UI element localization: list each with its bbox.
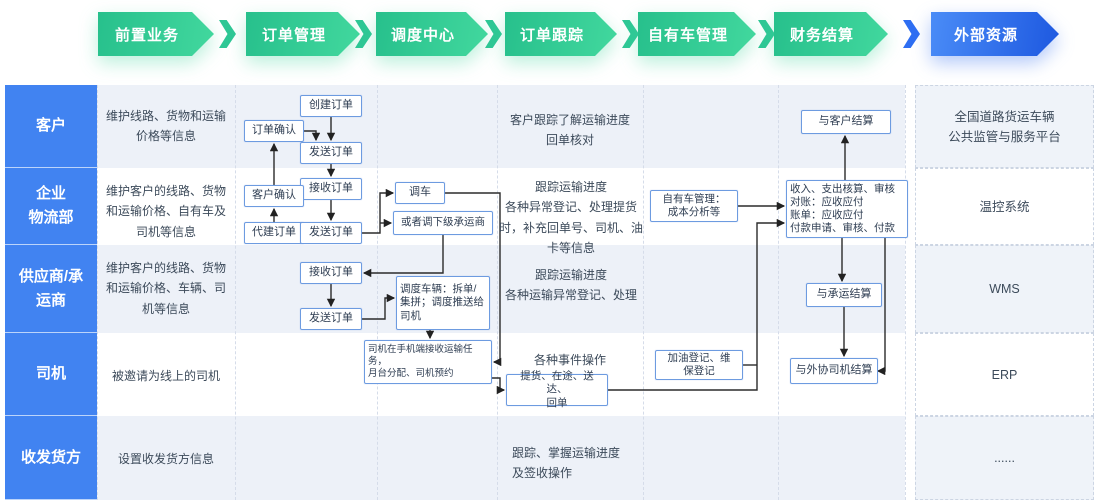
box-settle-driver: 与外协司机结算 (790, 358, 878, 384)
box-fuel-maintenance: 加油登记、维 保登记 (655, 350, 743, 380)
step-label: 订单管理 (246, 12, 360, 56)
box-own-vehicle-mgmt: 自有车管理： 成本分析等 (650, 190, 738, 222)
box-finance-core: 收入、支出核算、审核 对账：应收应付 账单：应收应付 付款申请、审核、付款 (786, 180, 908, 238)
column-separator (97, 85, 98, 500)
box-create-order: 创建订单 (300, 95, 362, 117)
chevron-separator-icon (903, 20, 920, 48)
tracking-logistics-text: 跟踪运输进度 各种异常登记、处理提货时，补充回单号、司机、油卡等信息 (498, 180, 643, 256)
step-label: 财务结算 (774, 12, 888, 56)
box-send-order-1: 发送订单 (300, 142, 362, 164)
box-send-order-3: 发送订单 (300, 308, 362, 330)
step-arrow-prework: 前置业务 (98, 0, 214, 70)
column-separator (778, 85, 779, 500)
tracking-customer-text: 客户跟踪了解运输进度 回单核对 (509, 113, 630, 148)
column-separator (905, 85, 906, 500)
box-dispatch-vehicle: 调车 (395, 182, 445, 204)
box-customer-confirm: 客户确认 (244, 185, 304, 207)
lane-label-driver: 司机 (5, 333, 97, 416)
step-label: 自有车管理 (638, 12, 756, 56)
step-arrow-tracking: 订单跟踪 (505, 0, 617, 70)
lane-label-consignor: 收发货方 (5, 416, 97, 500)
box-driver-task: 司机在手机端接收运输任务， 月台分配、司机预约 (364, 340, 492, 384)
column-separator (377, 85, 378, 500)
column-separator (235, 85, 236, 500)
box-sub-carrier: 或者调下级承运商 (393, 211, 493, 235)
box-receive-order-1: 接收订单 (300, 178, 362, 200)
step-arrow-external: 外部资源 (931, 0, 1059, 70)
external-row-temperature-system: 温控系统 (915, 168, 1094, 245)
lane-label-carrier: 供应商/承 运商 (5, 245, 97, 333)
step-arrow-finance: 财务结算 (774, 0, 888, 70)
prework-logistics-text: 维护客户的线路、货物和运输价格、自有车及司机等信息 (105, 184, 226, 239)
chevron-separator-icon (219, 20, 236, 48)
box-send-order-2: 发送订单 (300, 222, 362, 244)
step-label: 前置业务 (98, 12, 214, 56)
box-receive-order-2: 接收订单 (300, 262, 362, 284)
external-resources-panel: 全国道路货运车辆 公共监管与服务平台 温控系统 WMS ERP ...... (915, 85, 1094, 500)
box-agent-create-order: 代建订单 (244, 222, 304, 244)
box-settle-customer: 与客户结算 (801, 110, 891, 134)
lane-stripe-consignor (5, 416, 905, 500)
lane-label-logistics: 企业 物流部 (5, 168, 97, 245)
prework-driver-text: 被邀请为线上的司机 (111, 369, 220, 383)
box-driver-events: 提货、在途、送达、 回单 (506, 370, 608, 409)
external-row-road-platform: 全国道路货运车辆 公共监管与服务平台 (915, 85, 1094, 168)
step-arrow-orders: 订单管理 (246, 0, 360, 70)
step-label: 订单跟踪 (505, 12, 617, 56)
chevron-separator-icon (622, 20, 639, 48)
box-dispatch-detail: 调度车辆：拆单/ 集拼；调度推送给 司机 (396, 276, 490, 330)
step-label: 外部资源 (931, 12, 1059, 56)
tracking-driver-events-title: 各种事件操作 (533, 353, 606, 367)
prework-customer-text: 维护线路、货物和运输价格等信息 (105, 109, 226, 144)
tracking-consignor-text: 跟踪、掌握运输进度 及签收操作 (512, 446, 621, 481)
box-settle-carrier: 与承运结算 (806, 283, 882, 307)
lane-stripe-customer (5, 85, 905, 168)
tracking-carrier-text: 跟踪运输进度 各种运输异常登记、处理 (504, 268, 637, 303)
step-arrow-own-vehicle: 自有车管理 (638, 0, 756, 70)
external-row-erp: ERP (915, 333, 1094, 416)
external-row-more: ...... (915, 416, 1094, 500)
lane-label-customer: 客户 (5, 85, 97, 168)
prework-consignor-text: 设置收发货方信息 (117, 452, 214, 466)
step-label: 调度中心 (376, 12, 488, 56)
prework-carrier-text: 维护客户的线路、货物和运输价格、车辆、司机等信息 (105, 261, 226, 316)
box-order-confirm: 订单确认 (244, 120, 304, 142)
external-row-wms: WMS (915, 245, 1094, 333)
chevron-separator-icon (758, 20, 775, 48)
step-arrow-dispatch: 调度中心 (376, 0, 488, 70)
